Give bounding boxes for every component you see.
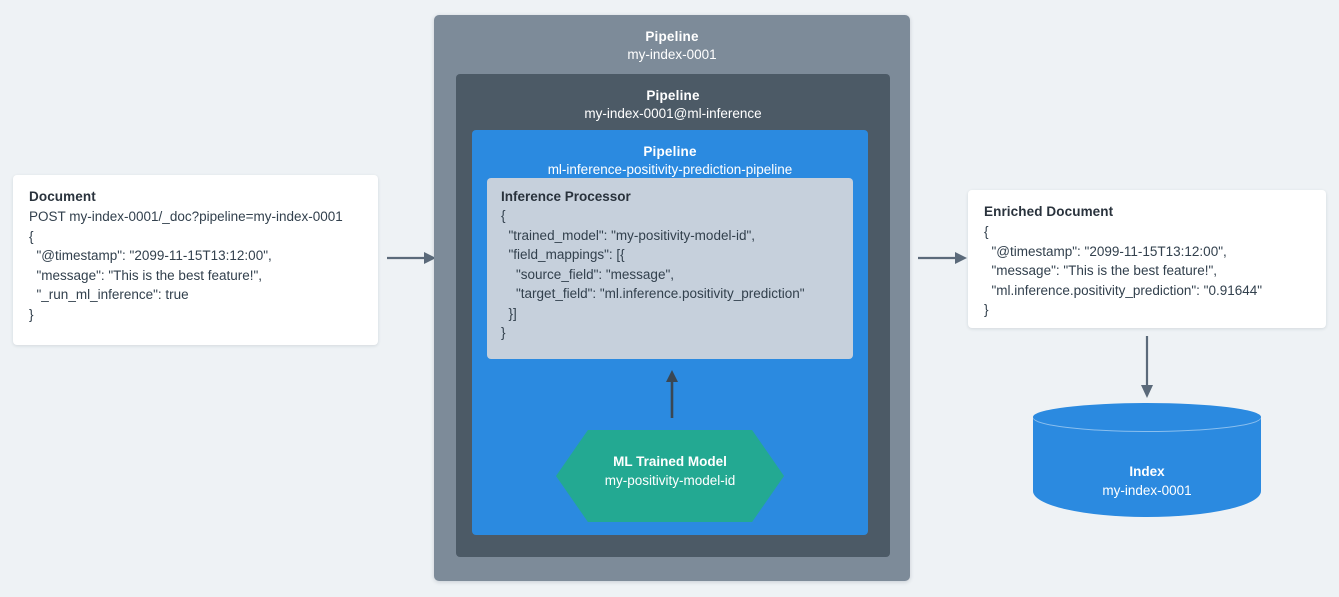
index-cylinder: Index my-index-0001: [1033, 403, 1261, 528]
pipeline-outer-header: Pipeline my-index-0001: [434, 15, 910, 64]
index-cylinder-top: [1033, 403, 1261, 431]
enriched-document-line-4: }: [984, 302, 989, 317]
inference-processor-line-4: "target_field": "ml.inference.positivity…: [501, 286, 805, 301]
ml-trained-model-hexagon: ML Trained Model my-positivity-model-id: [556, 430, 784, 522]
inference-processor-line-1: "trained_model": "my-positivity-model-id…: [501, 227, 756, 243]
enriched-document-line-1: "@timestamp": "2099-11-15T13:12:00",: [984, 243, 1227, 259]
document-line-5: }: [29, 306, 34, 322]
pipeline-middle-header: Pipeline my-index-0001@ml-inference: [456, 74, 890, 123]
inference-processor-box: Inference Processor { "trained_model": "…: [487, 178, 853, 359]
inference-processor-line-0: {: [501, 208, 506, 223]
inference-processor-line-2: "field_mappings": [{: [501, 247, 625, 262]
document-title: Document: [29, 189, 96, 204]
index-kind: Index: [1129, 464, 1165, 479]
inference-processor-line-6: }: [501, 325, 506, 340]
arrow-pipeline-to-enriched-document-icon: [918, 252, 967, 264]
pipeline-outer-name: my-index-0001: [627, 47, 717, 62]
pipeline-inner-header: Pipeline ml-inference-positivity-predict…: [472, 130, 868, 179]
inference-processor-title: Inference Processor: [501, 189, 631, 204]
document-card: Document POST my-index-0001/_doc?pipelin…: [13, 175, 378, 345]
document-line-1: {: [29, 228, 34, 244]
document-line-4: "_run_ml_inference": true: [29, 287, 189, 302]
index-cylinder-body: [1033, 417, 1261, 517]
arrow-document-to-pipeline-icon: [387, 252, 436, 264]
enriched-document-card: Enriched Document { "@timestamp": "2099-…: [968, 190, 1326, 328]
arrow-enriched-document-to-index-icon: [1141, 336, 1153, 398]
inference-processor-line-3: "source_field": "message",: [501, 266, 674, 282]
document-line-3: "message": "This is the best feature!",: [29, 267, 263, 283]
inference-processor-line-5: }]: [501, 305, 517, 321]
pipeline-inner-kind: Pipeline: [643, 144, 697, 159]
enriched-document-line-3: "ml.inference.positivity_prediction": "0…: [984, 282, 1263, 298]
document-line-0: POST my-index-0001/_doc?pipeline=my-inde…: [29, 209, 343, 224]
index-name: my-index-0001: [1102, 483, 1192, 498]
enriched-document-title: Enriched Document: [984, 204, 1114, 219]
ml-trained-model-kind: ML Trained Model: [613, 454, 727, 469]
ml-trained-model-name: my-positivity-model-id: [604, 473, 736, 488]
pipeline-inner-name: ml-inference-positivity-prediction-pipel…: [547, 162, 793, 177]
pipeline-outer-kind: Pipeline: [645, 29, 699, 44]
enriched-document-line-2: "message": "This is the best feature!",: [984, 263, 1218, 278]
pipeline-middle-name: my-index-0001@ml-inference: [584, 106, 762, 121]
enriched-document-line-0: {: [984, 224, 989, 239]
pipeline-middle-kind: Pipeline: [646, 88, 700, 103]
arrow-trained-model-to-processor-icon: [666, 370, 678, 418]
index-label: Index my-index-0001: [1033, 463, 1261, 500]
document-line-2: "@timestamp": "2099-11-15T13:12:00",: [29, 248, 272, 263]
